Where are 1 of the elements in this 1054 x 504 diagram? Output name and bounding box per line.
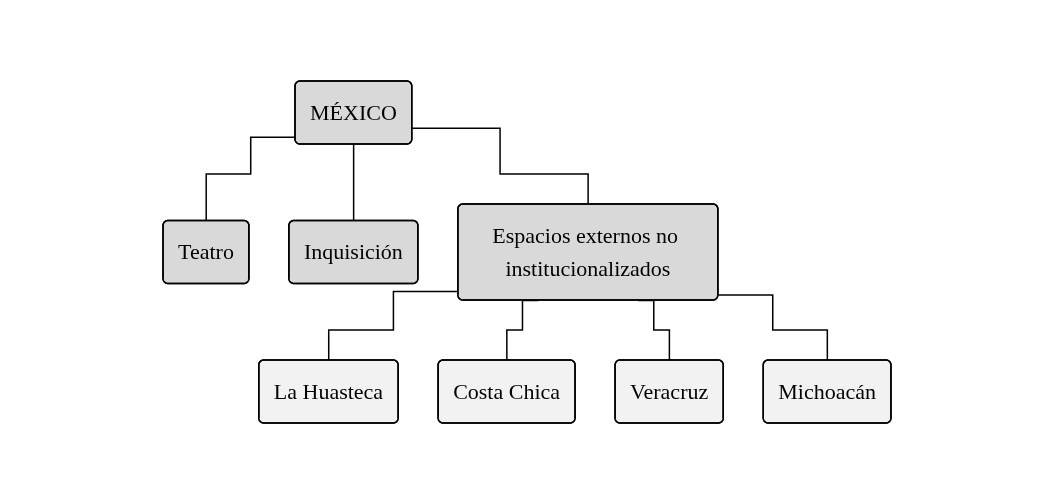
- connector: [352, 143, 355, 222]
